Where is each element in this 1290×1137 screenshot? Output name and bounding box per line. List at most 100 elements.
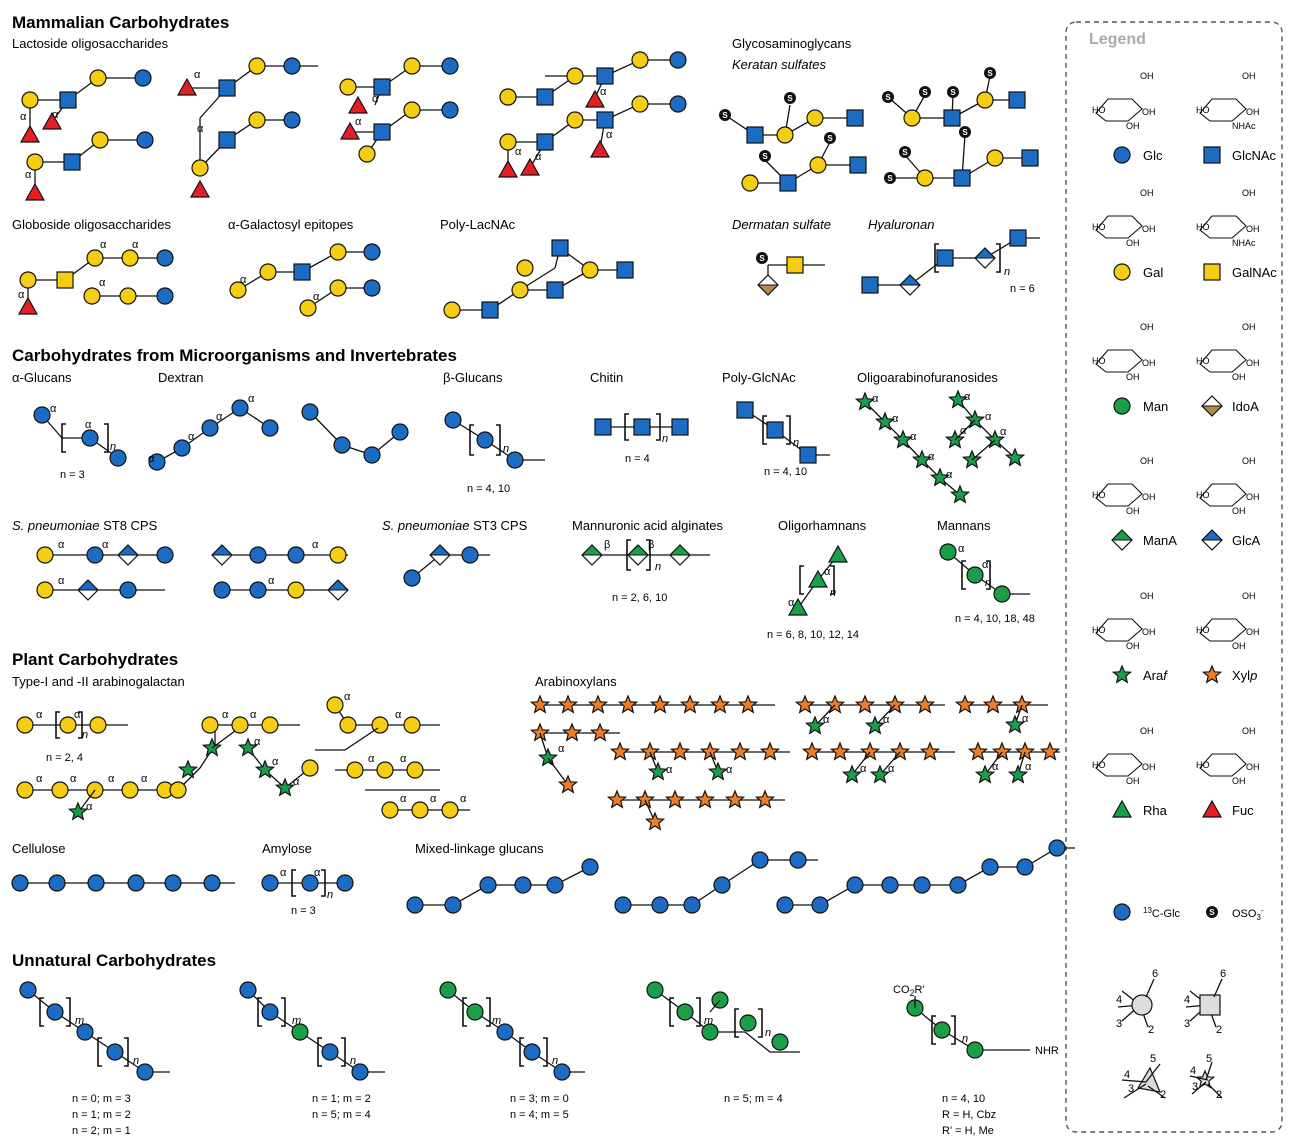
fuc-symbol [176,77,198,96]
glc-symbol [651,896,669,914]
structure-label: HO [1092,222,1106,232]
sugar-ring [1199,215,1247,239]
alpha-label: α [216,411,223,423]
fuc-symbol [519,157,541,176]
mana-symbol-top [670,545,690,555]
gal-symbol [299,299,317,317]
structure-label: OH [1246,107,1260,117]
label-mixedlinkage: Mixed-linkage glucans [415,841,544,856]
glc-symbol [261,419,279,437]
araf-symbol [67,801,89,821]
structure-label: OH [1246,492,1260,502]
gal-symbol [91,131,109,149]
n-bglucans: n = 4, 10 [467,483,510,495]
legend-label: GlcNAc [1232,148,1277,163]
label-st8: S. pneumoniae ST8 CPS [12,518,158,533]
sugar-ring [1199,349,1247,373]
araf-symbol [254,759,276,779]
glcnac-symbol [218,79,236,97]
glca-symbol-bottom [900,285,920,295]
glcnac-symbol [536,88,554,106]
glc-symbol [87,874,105,892]
gal-symbol [403,101,421,119]
repeat-bracket [931,1015,936,1045]
glca-symbol-top [328,580,348,590]
alpha-label: α [372,93,379,105]
xylp-symbol [529,694,551,714]
gal-symbol [381,801,399,819]
xylp-symbol [639,741,661,761]
glc-symbol [156,546,174,564]
repeat-bracket [486,997,491,1027]
structure-label: OH [1142,762,1156,772]
gal-symbol [86,249,104,267]
structure-label: OH [1232,506,1246,516]
xylp-symbol [669,741,691,761]
sulfate-symbol [947,86,959,98]
structure-label: OH [1242,456,1256,466]
gal-symbol [83,287,101,305]
xylp-symbol [561,722,583,742]
xylp-symbol [754,789,776,809]
sugar-ring [1199,483,1247,507]
rha-symbol [827,544,849,563]
label-oligoarab: Oligoarabinofuranosides [857,370,998,385]
xylp-symbol [794,694,816,714]
xylp-symbol [709,694,731,714]
glcnac-symbol [373,123,391,141]
position-label: 2 [1148,1024,1154,1036]
glc-symbol [33,406,51,424]
fuc-symbol [497,159,519,178]
xylp-symbol [824,694,846,714]
alpha-label: α [985,411,992,423]
alpha-label: α [666,764,673,776]
glc-symbol [203,874,221,892]
gal-symbol [499,88,517,106]
alpha-label: α [788,597,795,609]
repeat-bracket [496,424,501,456]
sulfate-letter: S [1209,908,1215,917]
xylp-symbol [609,741,631,761]
glc-symbol [156,287,174,305]
position-label: 6 [1220,968,1226,980]
glycosidic-bond [344,727,379,751]
araf-symbol [1007,764,1029,784]
gal-symbol [631,95,649,113]
xylp-symbol [859,741,881,761]
structure-label: OH [1232,776,1246,786]
man-symbol [646,981,664,999]
repeat-bracket [469,424,474,456]
structure-label: NHAc [1232,238,1256,248]
xylp-symbol [919,741,941,761]
repeat-subscript: m [704,1015,713,1027]
position-label: 2 [1216,1089,1222,1101]
alpha-label: α [293,776,300,788]
glcnac-symbol [766,421,784,439]
glca-symbol [429,544,451,566]
glc-symbol [846,876,864,894]
position-label: 2 [1160,1089,1166,1101]
legend-label: Gal [1143,265,1163,280]
n-un2-b: n = 5; m = 4 [312,1109,371,1121]
gal-symbol [346,761,364,779]
xylp-symbol [694,789,716,809]
structure-label: OH [1242,71,1256,81]
glc-symbol [981,858,999,876]
fuc-symbol [589,139,611,158]
xylp-symbol [649,694,671,714]
glc-symbol [239,981,257,999]
repeat-bracket [543,1037,548,1067]
repeat-bracket [624,413,629,441]
alpha-label: α [515,146,522,158]
man-symbol [291,1023,309,1041]
position-label: 3 [1116,1018,1122,1030]
fuc-symbol [41,111,63,130]
glycosidic-bond [709,999,721,1013]
gal-symbol [191,159,209,177]
glc-symbol [406,896,424,914]
sugar-ring [1095,618,1143,642]
label-keratan: Keratan sulfates [732,57,826,72]
n-arabinogalactan: n = 2, 4 [46,752,83,764]
gal-symbol [986,149,1004,167]
repeat-subscript: n [552,1055,558,1067]
